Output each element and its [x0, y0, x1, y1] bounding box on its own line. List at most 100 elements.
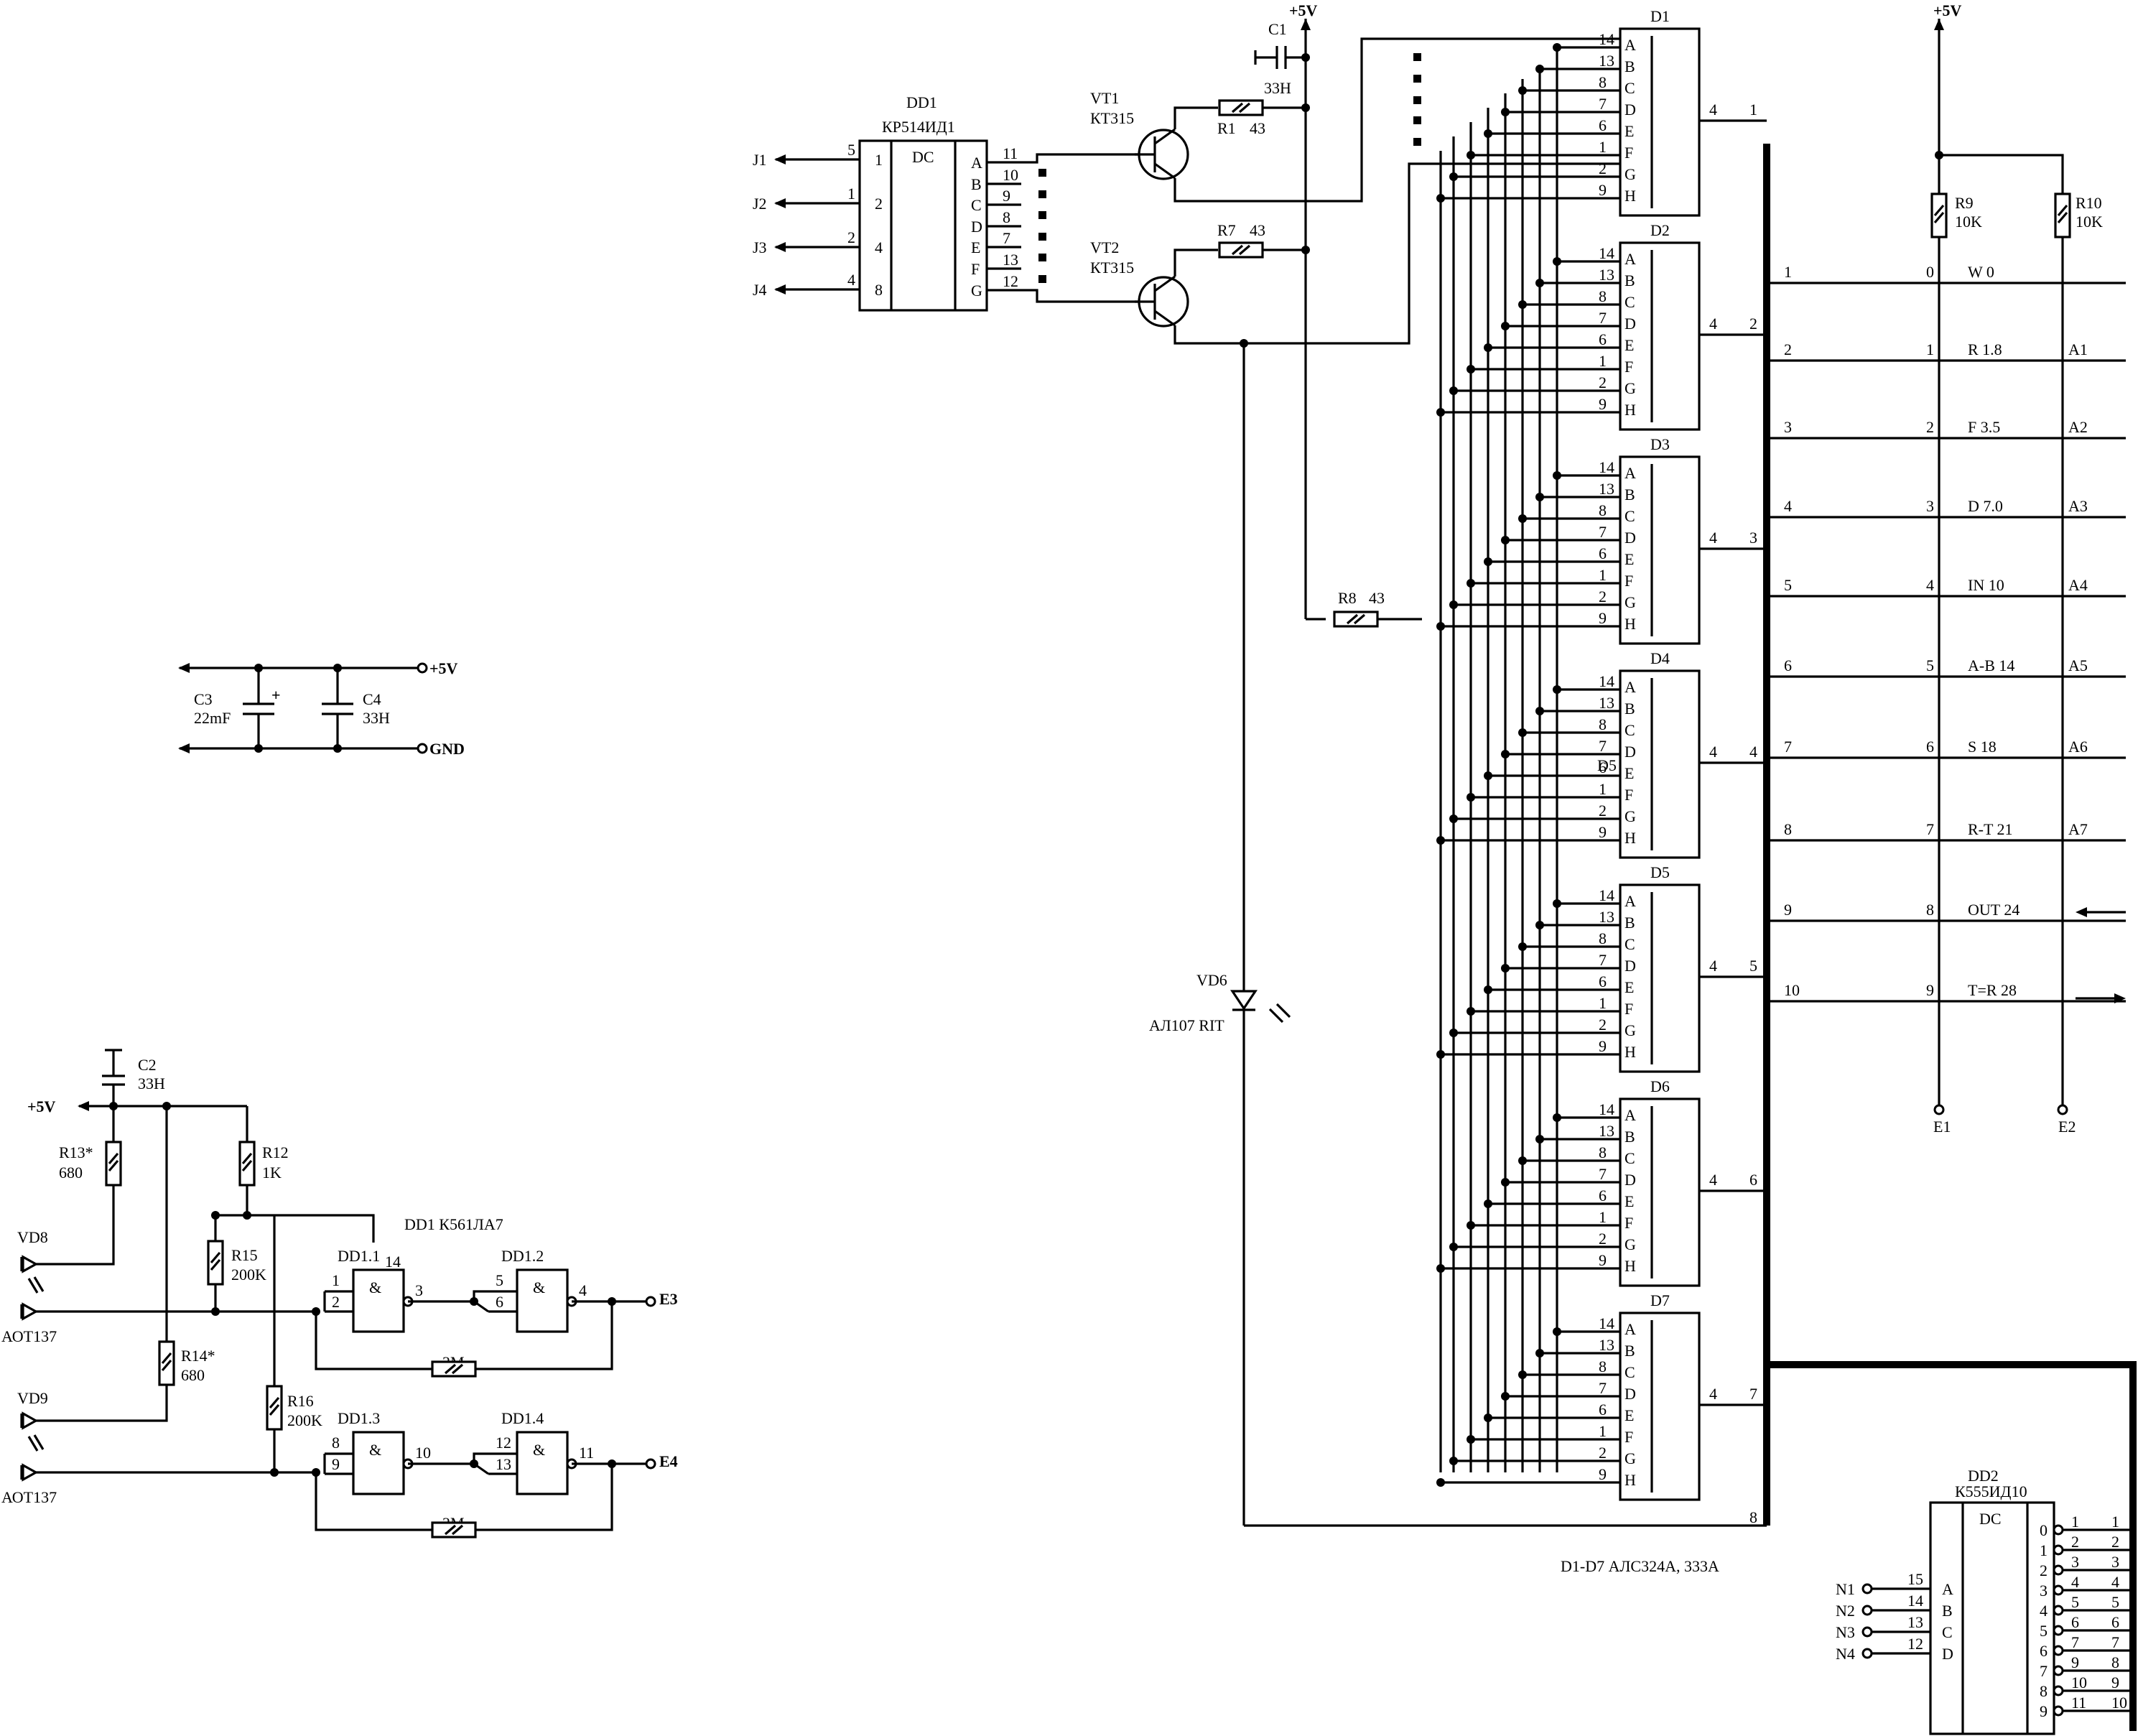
display-seg-name: C [1625, 935, 1635, 953]
junction-dot [1484, 1414, 1492, 1422]
display-pin: 8 [1599, 715, 1607, 733]
dd2-out-bus: 7 [2111, 1633, 2119, 1651]
resistor-hatch [161, 1352, 172, 1365]
display-seg-name: H [1625, 401, 1636, 419]
dd2-out-pin: 11 [2071, 1694, 2086, 1712]
dd2-out-pin: 7 [2071, 1633, 2079, 1651]
display-bus-num: 5 [1749, 957, 1757, 975]
display-seg-name: G [1625, 1449, 1636, 1467]
display-seg-name: D [1625, 957, 1636, 975]
resistor-hatch [444, 1363, 457, 1375]
r1-resistor [1218, 99, 1264, 116]
display-pin: 6 [1599, 330, 1607, 348]
junction-dot [270, 1468, 279, 1477]
display-seg-name: E [1625, 1406, 1634, 1424]
dd2-out-idx: 2 [2040, 1561, 2048, 1579]
matrix-name: F 3.5 [1968, 418, 2000, 436]
r13-ref: R13* [59, 1143, 93, 1161]
display-seg-name: G [1625, 1021, 1636, 1039]
display-pin: 2 [1599, 1016, 1607, 1034]
junction-dot [1467, 1221, 1475, 1230]
gate-ref: DD1.1 [338, 1247, 380, 1265]
display-ref: D4 [1650, 649, 1670, 667]
nc-square [1038, 275, 1046, 283]
gate-in-pin: 9 [332, 1455, 340, 1473]
bus-end-num: 8 [1749, 1508, 1757, 1526]
junction-dot [470, 1297, 478, 1306]
dd2-out-idx: 6 [2040, 1642, 2048, 1660]
dd2-out-idx: 0 [2040, 1521, 2048, 1539]
junction-dot [1518, 300, 1527, 309]
matrix-idx: 8 [1926, 901, 1934, 919]
gate-out-pin: 10 [415, 1444, 431, 1462]
junction-dot [1501, 108, 1510, 116]
display-bus-num: 3 [1749, 529, 1757, 547]
gate-dd1-1 [352, 1268, 405, 1333]
dd2-out-pin: 3 [2071, 1553, 2079, 1571]
display-pin: 2 [1599, 1444, 1607, 1462]
vd9-ray [33, 1434, 45, 1450]
vd6-ray [1268, 1008, 1284, 1024]
dd1-in-pin: 5 [847, 141, 855, 159]
r8-val: 43 [1369, 589, 1385, 607]
junction-dot [1501, 1178, 1510, 1187]
display-common-pin: 4 [1709, 101, 1717, 119]
dd1-part: КР514ИД1 [882, 118, 955, 136]
dd2-out-bus: 8 [2111, 1653, 2119, 1671]
gate-in-pin: 6 [496, 1293, 503, 1311]
matrix-name: R 1.8 [1968, 340, 2002, 358]
junction-dot [1484, 343, 1492, 352]
dd1-out-name: E [971, 238, 980, 256]
e4-label: E4 [659, 1452, 678, 1470]
dd2-out-bus: 1 [2111, 1513, 2119, 1531]
dd2-out-pin: 5 [2071, 1593, 2079, 1611]
r16-val: 200K [287, 1411, 322, 1429]
dd2-out-pin: 2 [2071, 1533, 2079, 1551]
display-pin: 1 [1599, 994, 1607, 1012]
display-seg-name: F [1625, 1000, 1633, 1018]
display-seg-name: C [1625, 293, 1635, 311]
vt2-base-wire [1021, 289, 1139, 303]
vt2-emitter-wire [1173, 162, 1620, 345]
display-pin: 9 [1599, 395, 1607, 413]
junction-dot [1467, 365, 1475, 373]
display-seg-name: B [1625, 57, 1635, 75]
j-label: J4 [753, 281, 767, 299]
r15-val: 200K [231, 1266, 266, 1284]
display-pin: 6 [1599, 544, 1607, 562]
vcc-arrow [178, 663, 190, 673]
junction-dot [1436, 194, 1445, 203]
vcc-arrow [1301, 19, 1311, 30]
display-pin: 1 [1599, 780, 1607, 798]
matrix-idx: 9 [1926, 981, 1934, 999]
junction-dot [470, 1459, 478, 1468]
dd1-out-pin: 7 [1003, 229, 1010, 247]
vd8-photo [22, 1302, 39, 1321]
dd2-out-bubble [2053, 1705, 2064, 1717]
junction-dot [1535, 707, 1544, 715]
display-seg-name: H [1625, 615, 1636, 633]
display-ref: D5 [1650, 863, 1670, 881]
nc-square [1413, 96, 1421, 104]
matrix-out: A5 [2068, 656, 2088, 674]
resistor-hatch [1933, 211, 1945, 224]
resistor-hatch [1933, 204, 1945, 217]
dd1-in-pin: 1 [847, 185, 855, 203]
unused-output-marks [1038, 53, 1421, 283]
dd1-out-name: D [971, 218, 982, 236]
vt2-part: КТ315 [1090, 259, 1134, 277]
dd2-ref: DD2 [1968, 1467, 1999, 1485]
junction-dot [1535, 1349, 1544, 1357]
r14-wire [36, 1385, 168, 1422]
r15-ref: R15 [231, 1246, 258, 1264]
wiring [1021, 19, 1767, 1527]
junction-dot [1449, 600, 1458, 609]
gate1-to-gate2 [408, 1290, 488, 1303]
c3-plus: + [271, 686, 281, 704]
dd1-out-name: B [971, 175, 982, 193]
dd2-in-label: N2 [1836, 1602, 1855, 1620]
junction-dot [1553, 43, 1561, 52]
nc-square [1038, 190, 1046, 198]
matrix-idx: 0 [1926, 263, 1934, 281]
